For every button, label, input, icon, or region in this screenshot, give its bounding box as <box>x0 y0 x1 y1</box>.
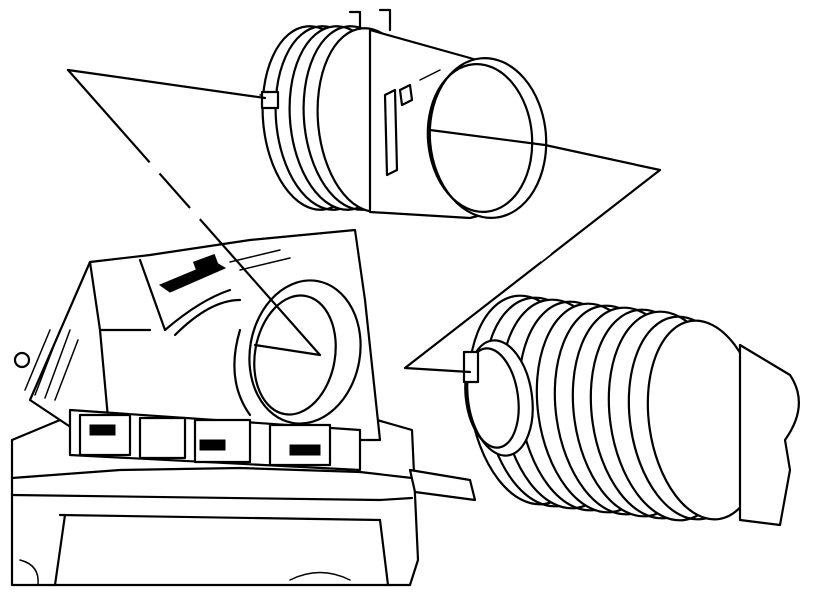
corrugated-intake-duct <box>462 294 800 527</box>
exploded-view-leaders <box>66 68 662 374</box>
outlet-duct-coupler <box>259 8 548 220</box>
air-cleaner-housing <box>10 228 477 587</box>
leader-line-top-left <box>66 68 267 100</box>
leader-line-right-v <box>403 143 662 374</box>
leader-line-coupler-axis <box>428 128 547 147</box>
